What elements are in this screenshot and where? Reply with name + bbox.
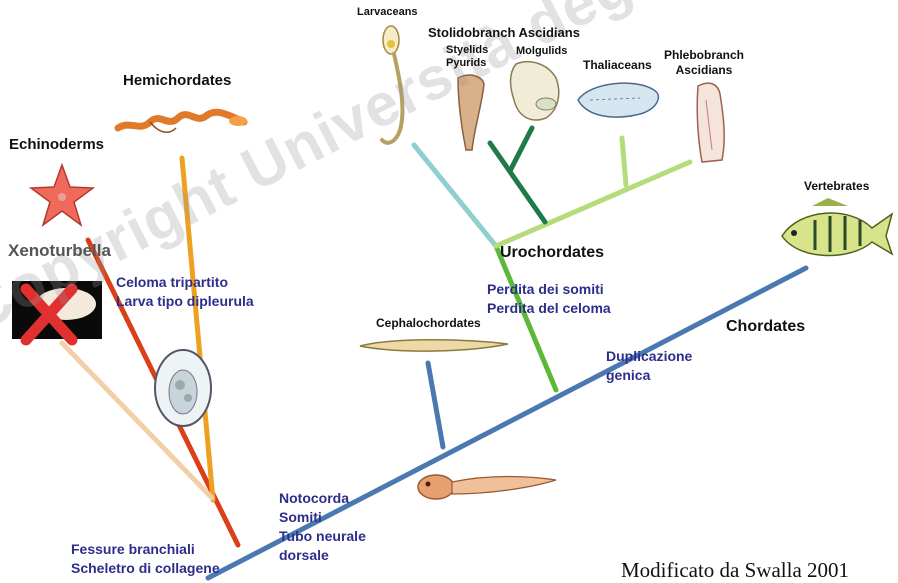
acorn-worm-illustration xyxy=(114,108,248,133)
xenoturbella-crossed-image xyxy=(12,281,102,346)
phlebobranch-ascidian-illustration xyxy=(696,82,725,163)
label-pyurids: Pyurids xyxy=(446,57,487,69)
urochordate-stem-branch xyxy=(493,243,559,393)
note-gene-duplication: Duplicazione genica xyxy=(606,347,692,385)
note-line: Perdita dei somiti xyxy=(487,281,604,297)
note-line: Duplicazione xyxy=(606,348,693,364)
tadpole-larva-illustration xyxy=(417,474,557,500)
note-line: Celoma tripartito xyxy=(116,274,229,290)
thaliacean-branch xyxy=(619,135,629,188)
label-urochordates: Urochordates xyxy=(500,244,605,261)
tunicate-crown-branch xyxy=(493,159,693,249)
label-stylelids: Styelids xyxy=(446,44,489,56)
stolidobranch-branch xyxy=(487,140,548,225)
label-cephalochordates: Cephalochordates xyxy=(376,316,481,330)
note-line: dorsale xyxy=(279,547,329,563)
cross-mark-icon xyxy=(20,283,78,346)
styelid-ascidian-illustration xyxy=(457,74,485,151)
starfish-illustration xyxy=(28,162,96,227)
label-chordates: Chordates xyxy=(726,318,806,335)
note-ambulacraria: Celoma tripartito Larva tipo dipleurula xyxy=(116,273,254,311)
note-line: Larva tipo dipleurula xyxy=(116,293,254,309)
label-vertebrates: Vertebrates xyxy=(804,179,870,193)
note-line: Fessure branchiali xyxy=(71,541,195,557)
note-line: Perdita del celoma xyxy=(487,300,611,316)
label-phlebobranch-line1: Phlebobranch xyxy=(664,48,745,62)
label-xenoturbella: Xenoturbella xyxy=(8,241,111,260)
larvacean-branch xyxy=(411,142,499,249)
source-credit: Modificato da Swalla 2001 xyxy=(621,558,850,582)
xenoturbella-branch xyxy=(59,340,215,501)
label-phlebobranch-line2: Ascidians xyxy=(675,63,733,77)
amphioxus-illustration xyxy=(359,338,509,352)
note-line: Notocorda xyxy=(279,490,349,506)
label-thaliaceans: Thaliaceans xyxy=(583,58,652,72)
label-stolidobranch-ascidians: Stolidobranch Ascidians xyxy=(428,25,580,40)
label-larvaceans: Larvaceans xyxy=(357,6,418,18)
thaliacean-illustration xyxy=(577,82,660,118)
label-echinoderms: Echinoderms xyxy=(9,136,105,153)
note-line: Scheletro di collagene xyxy=(71,560,220,576)
label-phlebobranch-ascidians: Phlebobranch Ascidians xyxy=(664,48,744,78)
note-urochordates: Perdita dei somiti Perdita del celoma xyxy=(487,280,611,318)
cephalochordate-branch xyxy=(425,360,446,450)
note-line: Somiti xyxy=(279,509,322,525)
hemichordate-branch xyxy=(179,155,216,503)
label-stylelids-pyurids: Styelids Pyurids xyxy=(446,44,489,70)
label-hemichordates: Hemichordates xyxy=(123,72,232,89)
chordate-axis-branch xyxy=(205,265,809,581)
molgulid-branch xyxy=(507,125,535,174)
note-chordates: Notocorda Somiti Tubo neurale dorsale xyxy=(279,489,366,565)
note-deuterostomes: Fessure branchiali Scheletro di collagen… xyxy=(71,540,220,578)
dipleurula-larva-illustration xyxy=(154,349,212,427)
label-molgulids: Molgulids xyxy=(516,45,568,57)
fish-illustration xyxy=(781,198,894,257)
note-line: genica xyxy=(606,367,651,383)
larvacean-illustration xyxy=(380,25,405,145)
molgulid-ascidian-illustration xyxy=(509,60,560,121)
note-line: Tubo neurale xyxy=(279,528,366,544)
